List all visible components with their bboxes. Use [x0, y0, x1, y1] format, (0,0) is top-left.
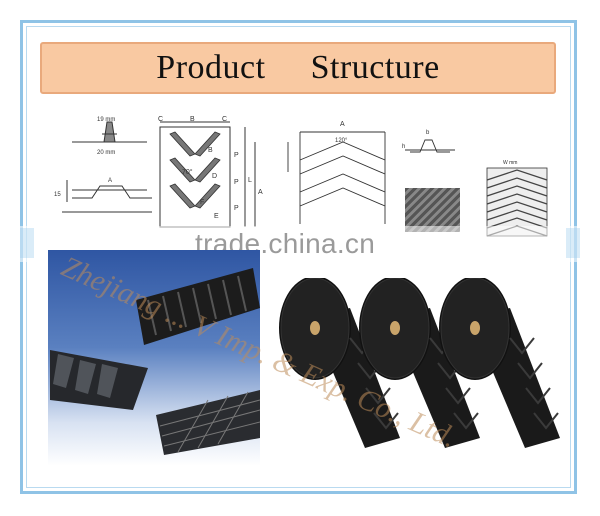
label-b-mid: B: [208, 147, 213, 154]
cleat-profile-small-drawing: b h: [402, 130, 455, 153]
label-a-right: A: [258, 189, 263, 196]
dim-label-a: A: [108, 178, 112, 184]
page-title: Product Structure: [156, 49, 440, 86]
label-angle-120: 120°: [335, 138, 348, 144]
label-b-top: B: [190, 116, 195, 123]
belt-texture-swatch: [405, 188, 460, 232]
dim-label-left: 15: [54, 192, 61, 198]
label-d: D: [212, 173, 217, 180]
label-e: E: [214, 213, 219, 220]
label-p-1: P: [234, 152, 239, 159]
dim-label-bottom: 20 mm: [97, 150, 115, 156]
cleat-cross-section-drawing: 19 mm 20 mm 15 A: [54, 117, 152, 213]
label-c-right: C: [222, 116, 227, 123]
dim-label-top: 19 mm: [97, 117, 115, 123]
chevron-pattern-swatch: W mm: [486, 160, 548, 237]
label-angle: 70°: [182, 168, 193, 176]
belt-photo-left-illustration: [50, 268, 260, 455]
label-a-top: A: [340, 121, 345, 128]
watermark-corner-right: [566, 228, 580, 258]
chevron-pattern-drawing: C B C B D E F P P P L A 70°: [158, 116, 263, 228]
swatch-dim-label: W mm: [503, 160, 517, 166]
label-p-3: P: [234, 205, 239, 212]
label-h-small: h: [402, 144, 405, 150]
label-c-left: C: [158, 116, 163, 123]
belt-photo-left: [48, 250, 260, 466]
watermark-corner-left: [20, 228, 34, 258]
label-l: L: [248, 177, 252, 184]
label-b-small: b: [426, 130, 430, 136]
label-f: F: [200, 199, 204, 206]
chevron-angle-drawing: A 120°: [287, 121, 386, 224]
belt-rolls-photo: [279, 278, 560, 448]
title-banner: Product Structure: [40, 42, 556, 94]
label-p-2: P: [234, 179, 239, 186]
